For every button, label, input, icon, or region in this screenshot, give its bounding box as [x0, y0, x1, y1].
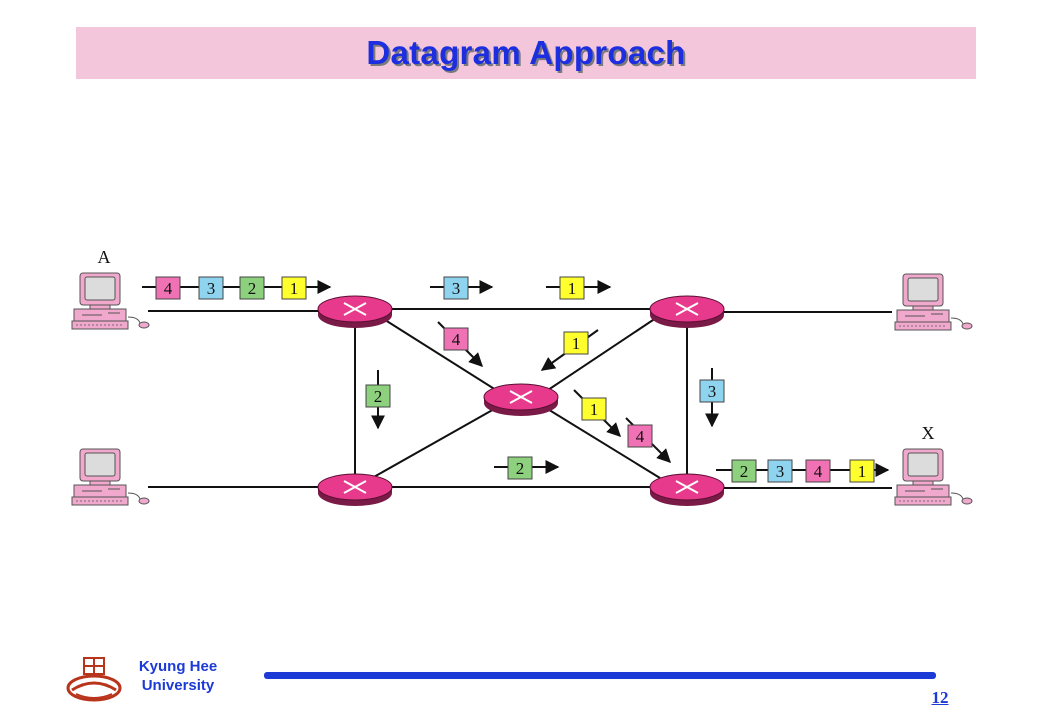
packet-diag-4: 4	[443, 327, 469, 351]
link-r3-r5	[371, 407, 497, 479]
link-r4-r5	[545, 407, 661, 479]
footer-divider	[264, 672, 936, 679]
router-bottom-right	[649, 473, 725, 507]
packets: 4 3 2 1 3 1 4 1 2 3 1 4 2 2 3 4 1	[155, 276, 875, 483]
packet-diag-1a: 1	[563, 331, 589, 355]
packet-x-1: 1	[849, 459, 875, 483]
packet-label: 4	[636, 427, 645, 446]
computer-x	[894, 448, 973, 506]
page-number: 12	[931, 688, 949, 707]
packet-arrows	[142, 280, 890, 477]
packet-label: 2	[740, 462, 749, 481]
packet-label: 4	[814, 462, 823, 481]
slide-title: Datagram Approach	[366, 34, 686, 71]
router-bottom-left	[317, 473, 393, 507]
packet-label: 3	[452, 279, 461, 298]
link-r2-r5	[547, 317, 657, 391]
university-name-line1: Kyung Hee	[138, 658, 218, 675]
packet-left-2: 2	[365, 384, 391, 408]
computer-b	[71, 448, 150, 506]
packet-diag-1b: 1	[581, 397, 607, 421]
packet-top-3: 3	[443, 276, 469, 300]
packet-label: 1	[568, 279, 577, 298]
computer-top-right	[894, 273, 973, 331]
packet-a-4: 4	[155, 276, 181, 300]
packet-label: 1	[858, 462, 867, 481]
packet-label: 1	[290, 279, 299, 298]
host-label-a: A	[98, 247, 111, 267]
packet-a-1: 1	[281, 276, 307, 300]
packet-a-3: 3	[198, 276, 224, 300]
packet-right-3: 3	[699, 379, 725, 403]
title-bar: Datagram Approach	[76, 27, 976, 79]
packet-label: 4	[164, 279, 173, 298]
packet-label: 1	[590, 400, 599, 419]
router-top-left	[317, 295, 393, 329]
packet-label: 1	[572, 334, 581, 353]
packet-diag-4b: 4	[627, 424, 653, 448]
packet-label: 3	[207, 279, 216, 298]
packet-label: 3	[708, 382, 717, 401]
computer-a	[71, 272, 150, 330]
packet-x-3: 3	[767, 459, 793, 483]
router-center	[483, 383, 559, 417]
university-seal-icon	[66, 657, 122, 702]
packet-x-4: 4	[805, 459, 831, 483]
router-top-right	[649, 295, 725, 329]
packet-x-2: 2	[731, 459, 757, 483]
university-name-line2: University	[141, 677, 215, 694]
link-r1-r5	[381, 317, 497, 391]
host-label-x: X	[922, 423, 935, 443]
packet-label: 3	[776, 462, 785, 481]
packet-label: 4	[452, 330, 461, 349]
packet-label: 2	[248, 279, 257, 298]
packet-bottom-2: 2	[507, 456, 533, 480]
network-links	[148, 308, 892, 489]
packet-label: 2	[516, 459, 525, 478]
packet-top-1: 1	[559, 276, 585, 300]
packet-label: 2	[374, 387, 383, 406]
packet-a-2: 2	[239, 276, 265, 300]
university-name: Kyung Hee University	[122, 657, 234, 695]
